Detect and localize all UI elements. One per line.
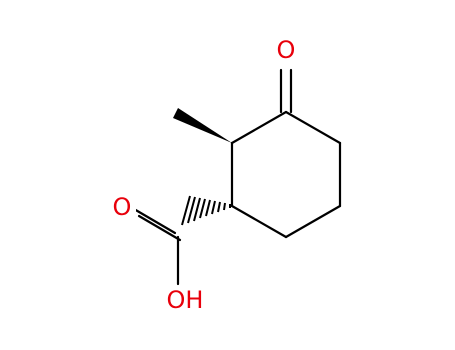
ketone-oxygen-label: O [277, 36, 296, 64]
bond-c6-c1 [230, 110, 288, 145]
carboxyl-double-bond-a [137, 214, 182, 242]
carbonyl-oxygen-label: O [113, 193, 132, 221]
bond-c3-c4 [284, 204, 342, 239]
bond-c4-c5 [230, 204, 288, 239]
hydroxyl-label: OH [167, 286, 204, 314]
carboxyl-hashed-wedge-bond [181, 195, 231, 226]
methyl-wedge-bond [173, 108, 232, 143]
carboxyl-double-bond-b [132, 207, 177, 235]
bond-c1-c2 [284, 110, 342, 145]
